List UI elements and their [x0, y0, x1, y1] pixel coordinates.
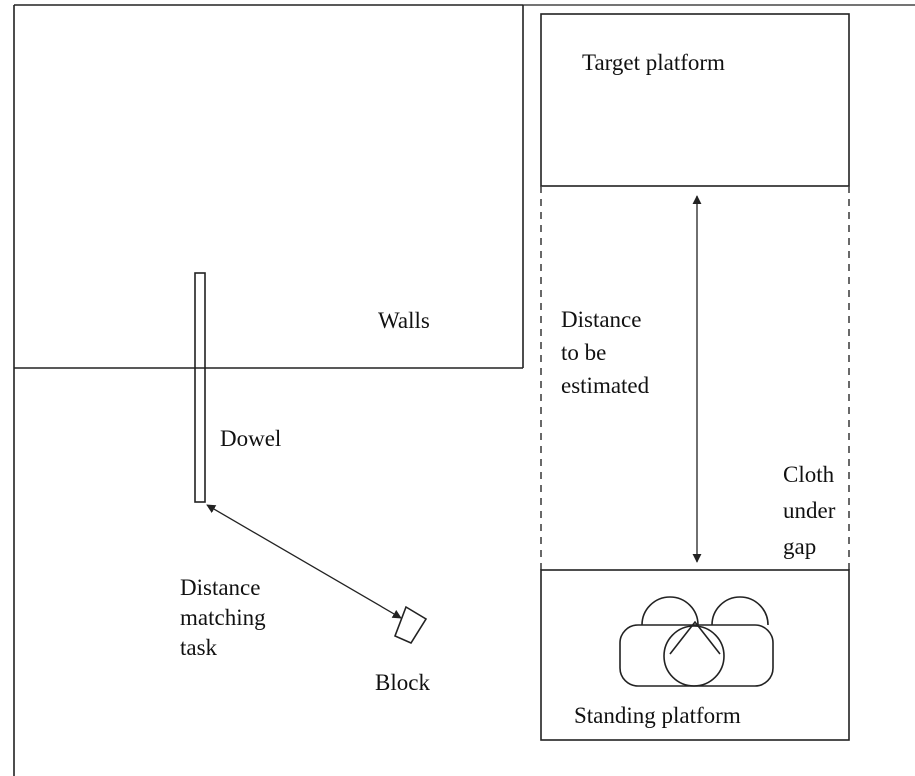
distance-estimated-label-line2: to be — [561, 340, 606, 365]
left-foot-icon — [641, 596, 699, 626]
dowel-label: Dowel — [220, 426, 281, 451]
distance-matching-label-line1: Distance — [180, 575, 260, 600]
distance-estimated-label-line3: estimated — [561, 373, 650, 398]
cloth-label-line2: under — [783, 498, 836, 523]
standing-platform — [540, 569, 850, 741]
target-platform-label: Target platform — [582, 50, 725, 75]
person-top-view-icon — [619, 596, 774, 687]
cloth-label-line3: gap — [783, 534, 816, 559]
distance-matching-label-line2: matching — [180, 605, 266, 630]
distance-matching-arrow — [206, 504, 402, 619]
cloth-label-line1: Cloth — [783, 462, 835, 487]
room — [13, 4, 915, 776]
right-foot-icon — [711, 596, 769, 626]
block — [393, 605, 428, 645]
dowel — [194, 272, 206, 503]
head-icon — [663, 625, 725, 687]
shoulders-icon — [619, 624, 774, 687]
standing-platform-label: Standing platform — [574, 703, 741, 728]
target-platform — [540, 13, 850, 187]
block-label: Block — [375, 670, 430, 695]
nose-icon — [669, 620, 721, 655]
walls-label: Walls — [378, 308, 430, 333]
distance-estimated-label-line1: Distance — [561, 307, 641, 332]
distance-matching-label-line3: task — [180, 635, 218, 660]
